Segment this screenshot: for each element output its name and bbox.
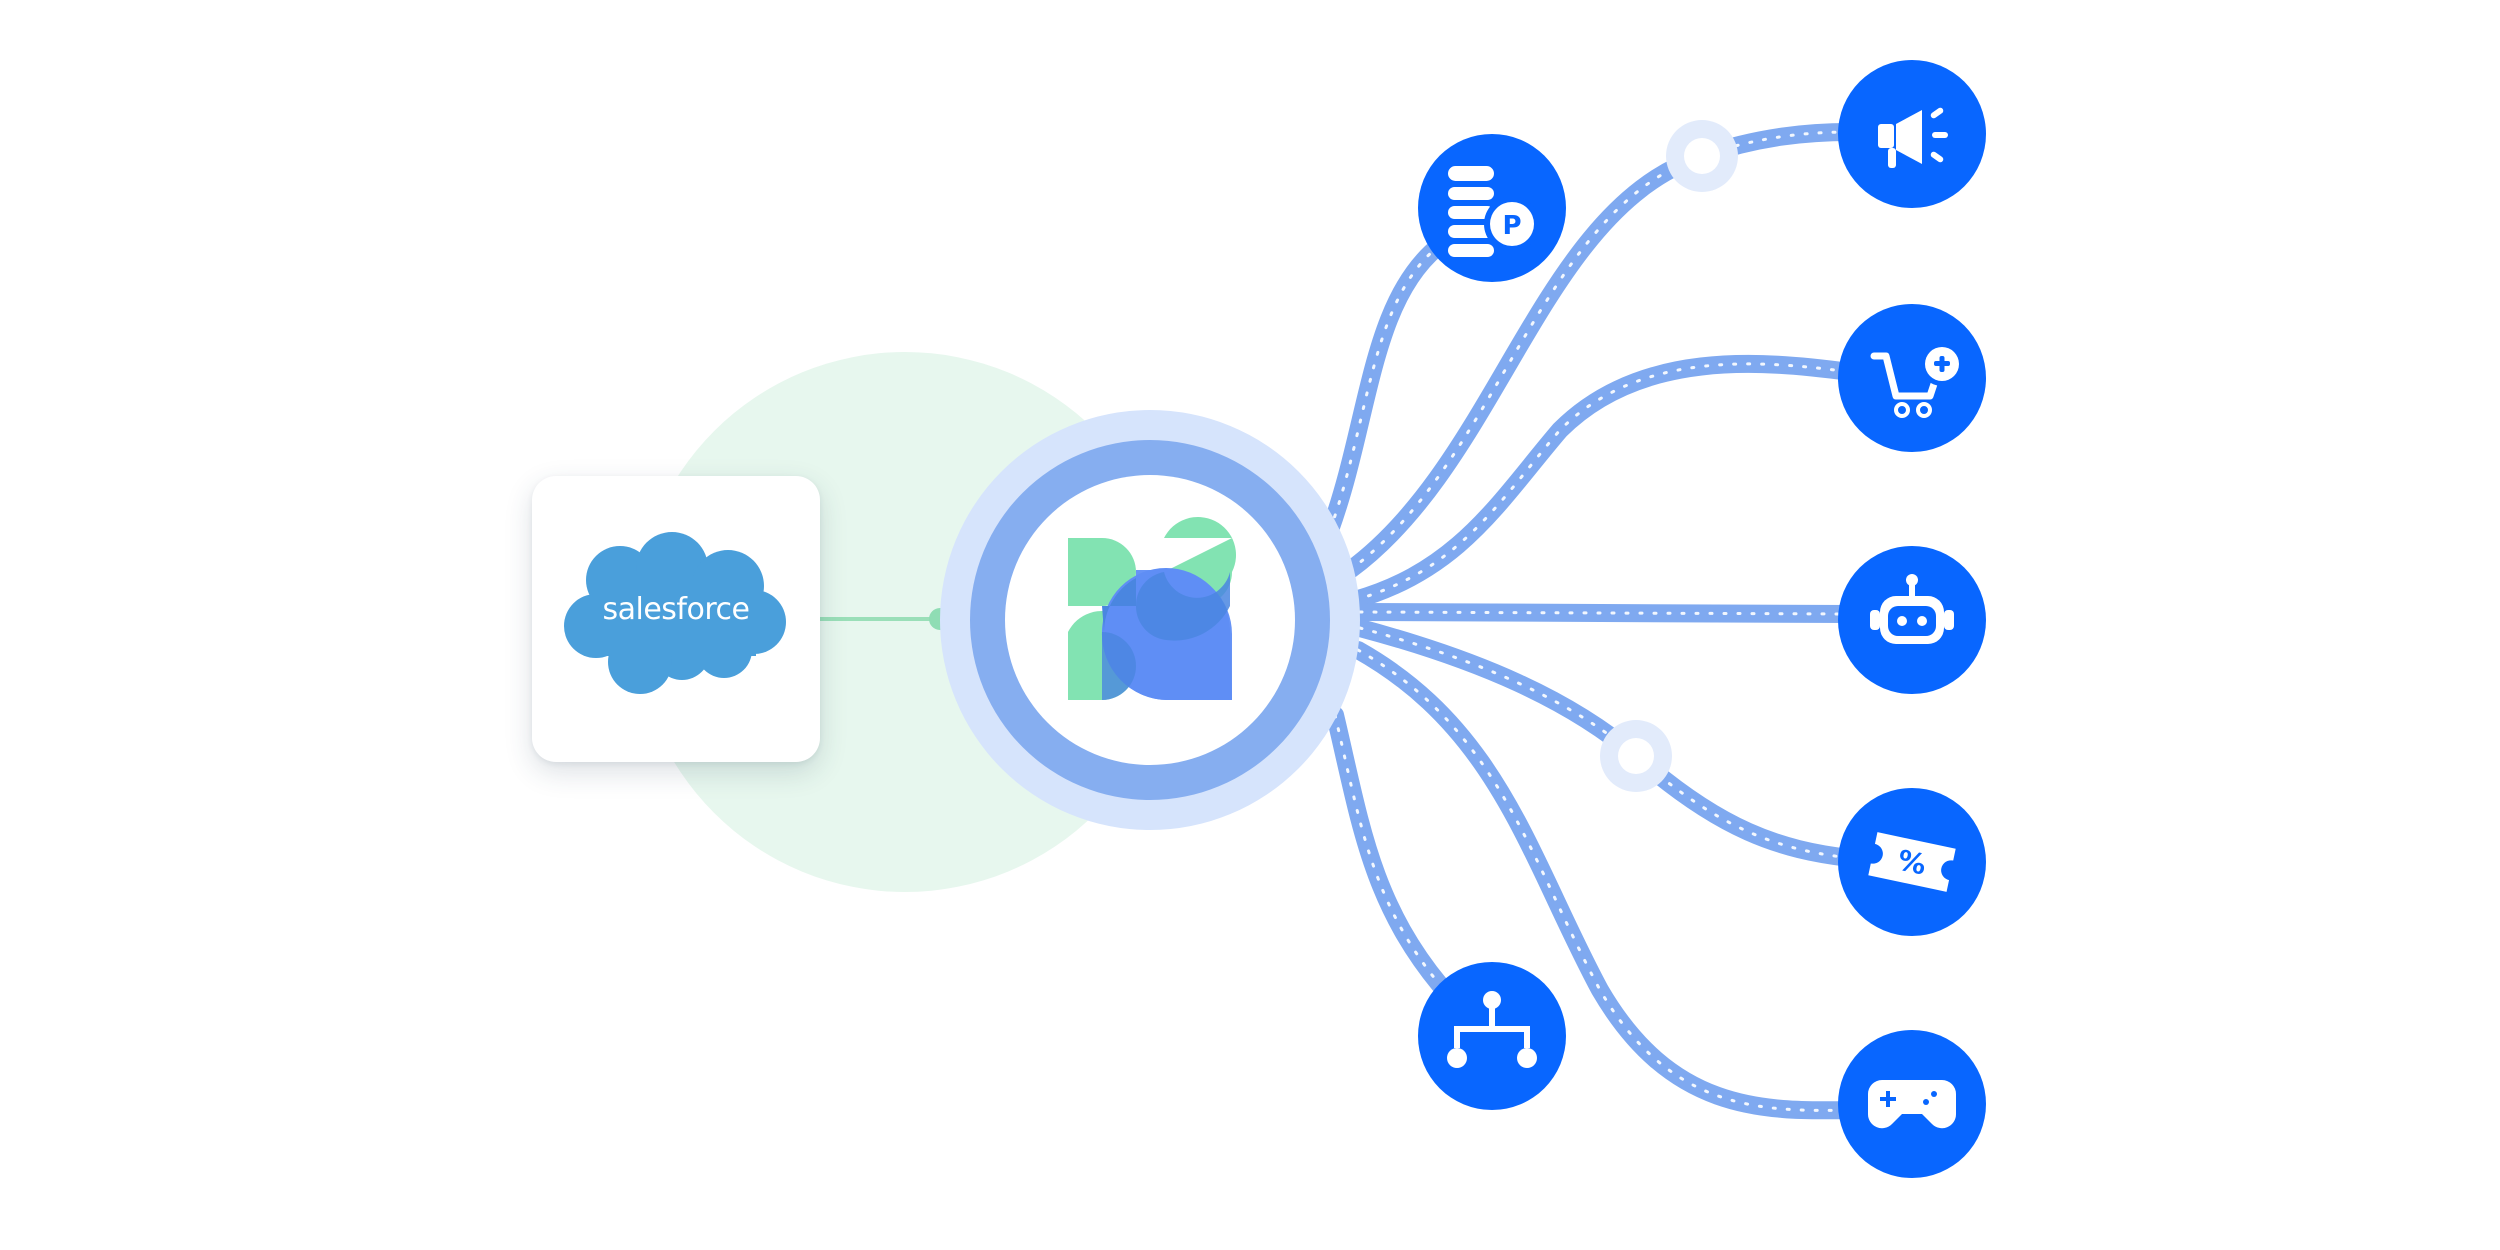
node-workflow[interactable] bbox=[1418, 962, 1566, 1110]
node-cart[interactable] bbox=[1838, 304, 1986, 452]
hub-node[interactable] bbox=[940, 410, 1360, 830]
connector-dots-workflow bbox=[1333, 713, 1442, 987]
connectors bbox=[1321, 123, 1859, 1120]
gamepad-icon bbox=[1867, 1080, 1957, 1129]
robot-icon bbox=[1870, 574, 1954, 644]
salesforce-cloud-icon bbox=[564, 532, 786, 694]
node-campaigns[interactable] bbox=[1838, 60, 1986, 208]
coupon-percent-icon: % bbox=[1868, 832, 1956, 892]
junction-marker-campaigns bbox=[1666, 120, 1738, 192]
connector-workflow bbox=[1326, 706, 1449, 994]
cart-add-icon bbox=[1870, 342, 1964, 418]
svg-text:%: % bbox=[1895, 843, 1929, 881]
megaphone-icon bbox=[1878, 107, 1948, 168]
node-gaming[interactable] bbox=[1838, 1030, 1986, 1178]
destination-nodes: P bbox=[1418, 60, 1986, 1178]
hierarchy-icon bbox=[1447, 991, 1537, 1068]
salesforce-logo-text: salesforce bbox=[602, 592, 750, 627]
node-loyalty-points[interactable]: P bbox=[1418, 134, 1566, 282]
node-coupons[interactable]: % bbox=[1838, 788, 1986, 936]
connector-campaigns bbox=[1341, 123, 1859, 579]
svg-text:P: P bbox=[1502, 211, 1521, 241]
coins-points-icon: P bbox=[1448, 166, 1540, 257]
junction-marker-coupons bbox=[1600, 720, 1672, 792]
connector-chatbot bbox=[1351, 603, 1859, 623]
connector-dots-coupons bbox=[1358, 626, 1852, 860]
connector-dots-loyalty-points bbox=[1328, 243, 1442, 532]
source-card-salesforce[interactable]: salesforce bbox=[532, 476, 820, 762]
connector-dots-cart bbox=[1353, 362, 1852, 602]
integration-platform-logo-icon bbox=[1068, 516, 1237, 701]
connector-dots-gaming bbox=[1356, 648, 1852, 1112]
node-chatbot[interactable] bbox=[1838, 546, 1986, 694]
connector-dots-chatbot bbox=[1358, 610, 1852, 616]
